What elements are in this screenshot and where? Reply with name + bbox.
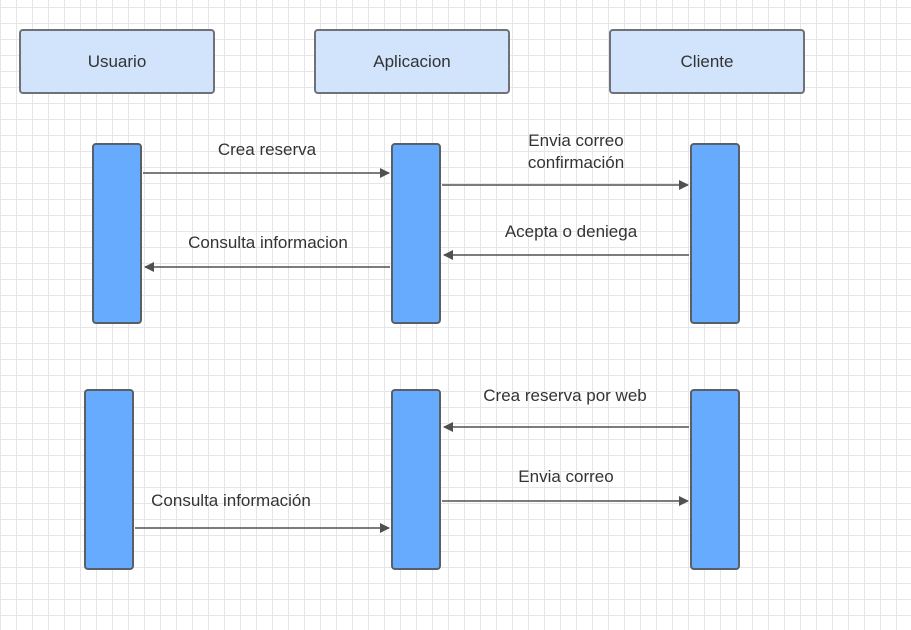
actor-usuario[interactable]: Usuario bbox=[19, 29, 215, 94]
actor-aplicacion[interactable]: Aplicacion bbox=[314, 29, 510, 94]
message-label-envia-correo-confirmacion: Envia correo confirmación bbox=[527, 131, 625, 172]
message-label-crea-reserva-por-web: Crea reserva por web bbox=[483, 386, 647, 405]
activation-aplicacion-1[interactable] bbox=[391, 143, 441, 324]
message-label-acepta-o-deniega: Acepta o deniega bbox=[504, 222, 638, 241]
actor-aplicacion-label: Aplicacion bbox=[373, 51, 451, 71]
actor-cliente[interactable]: Cliente bbox=[609, 29, 805, 94]
message-label-consulta-informacion-2: Consulta información bbox=[151, 491, 311, 510]
activation-cliente-2[interactable] bbox=[690, 389, 740, 570]
activation-usuario-1[interactable] bbox=[92, 143, 142, 324]
activation-usuario-2[interactable] bbox=[84, 389, 134, 570]
activation-cliente-1[interactable] bbox=[690, 143, 740, 324]
message-label-envia-correo: Envia correo bbox=[518, 467, 614, 486]
message-label-crea-reserva: Crea reserva bbox=[217, 140, 317, 159]
activation-aplicacion-2[interactable] bbox=[391, 389, 441, 570]
actor-cliente-label: Cliente bbox=[680, 51, 734, 71]
message-label-consulta-informacion: Consulta informacion bbox=[188, 233, 348, 252]
actor-usuario-label: Usuario bbox=[87, 51, 147, 71]
